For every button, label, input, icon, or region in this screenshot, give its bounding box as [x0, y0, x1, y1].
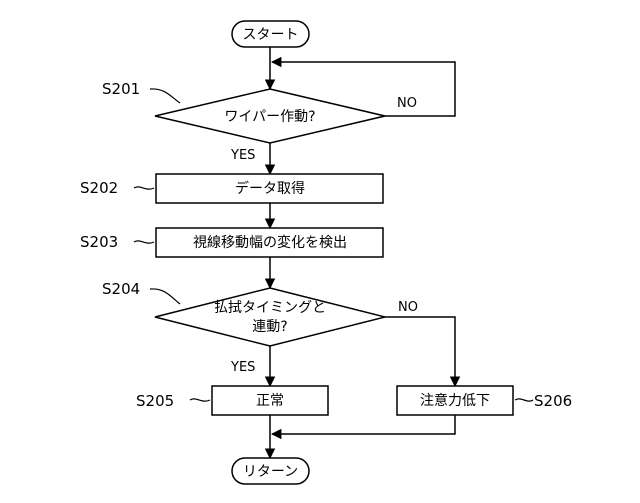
arrow-s206-merge — [270, 415, 456, 440]
s201-yes-label: YES — [230, 148, 255, 163]
s206-ref-leader — [514, 398, 534, 402]
s204-no-label: NO — [398, 300, 418, 315]
s204-yes-label: YES — [230, 360, 255, 375]
s204-ref: S204 — [102, 280, 140, 298]
s201-ref-leader — [149, 88, 181, 104]
start-label: スタート — [243, 27, 299, 43]
s201-no-label: NO — [397, 96, 417, 111]
s201-ref: S201 — [102, 80, 140, 98]
s203-ref: S203 — [80, 233, 118, 251]
s204-ref-leader — [149, 288, 181, 305]
s203-ref-leader — [133, 240, 155, 244]
s205-ref: S205 — [136, 392, 174, 410]
s206-label: 注意力低下 — [420, 392, 490, 409]
end-label: リターン — [243, 464, 298, 480]
s203-label: 視線移動幅の変化を検出 — [193, 234, 347, 251]
s206-ref: S206 — [534, 392, 572, 410]
arrow-s201-no-loop — [270, 56, 456, 117]
s204-label-line2: 連動? — [252, 319, 287, 335]
arrow-s204-no-to-s206 — [385, 316, 461, 388]
s202-ref: S202 — [80, 179, 118, 197]
s202-label: データ取得 — [235, 180, 305, 197]
s205-ref-leader — [189, 398, 211, 402]
end-terminal — [231, 457, 310, 485]
s205-label: 正常 — [256, 393, 284, 409]
s201-label: ワイパー作動? — [224, 109, 315, 125]
s204-decision — [154, 287, 386, 347]
s204-label-line1: 払拭タイミングと — [214, 300, 326, 316]
s202-ref-leader — [133, 186, 155, 190]
